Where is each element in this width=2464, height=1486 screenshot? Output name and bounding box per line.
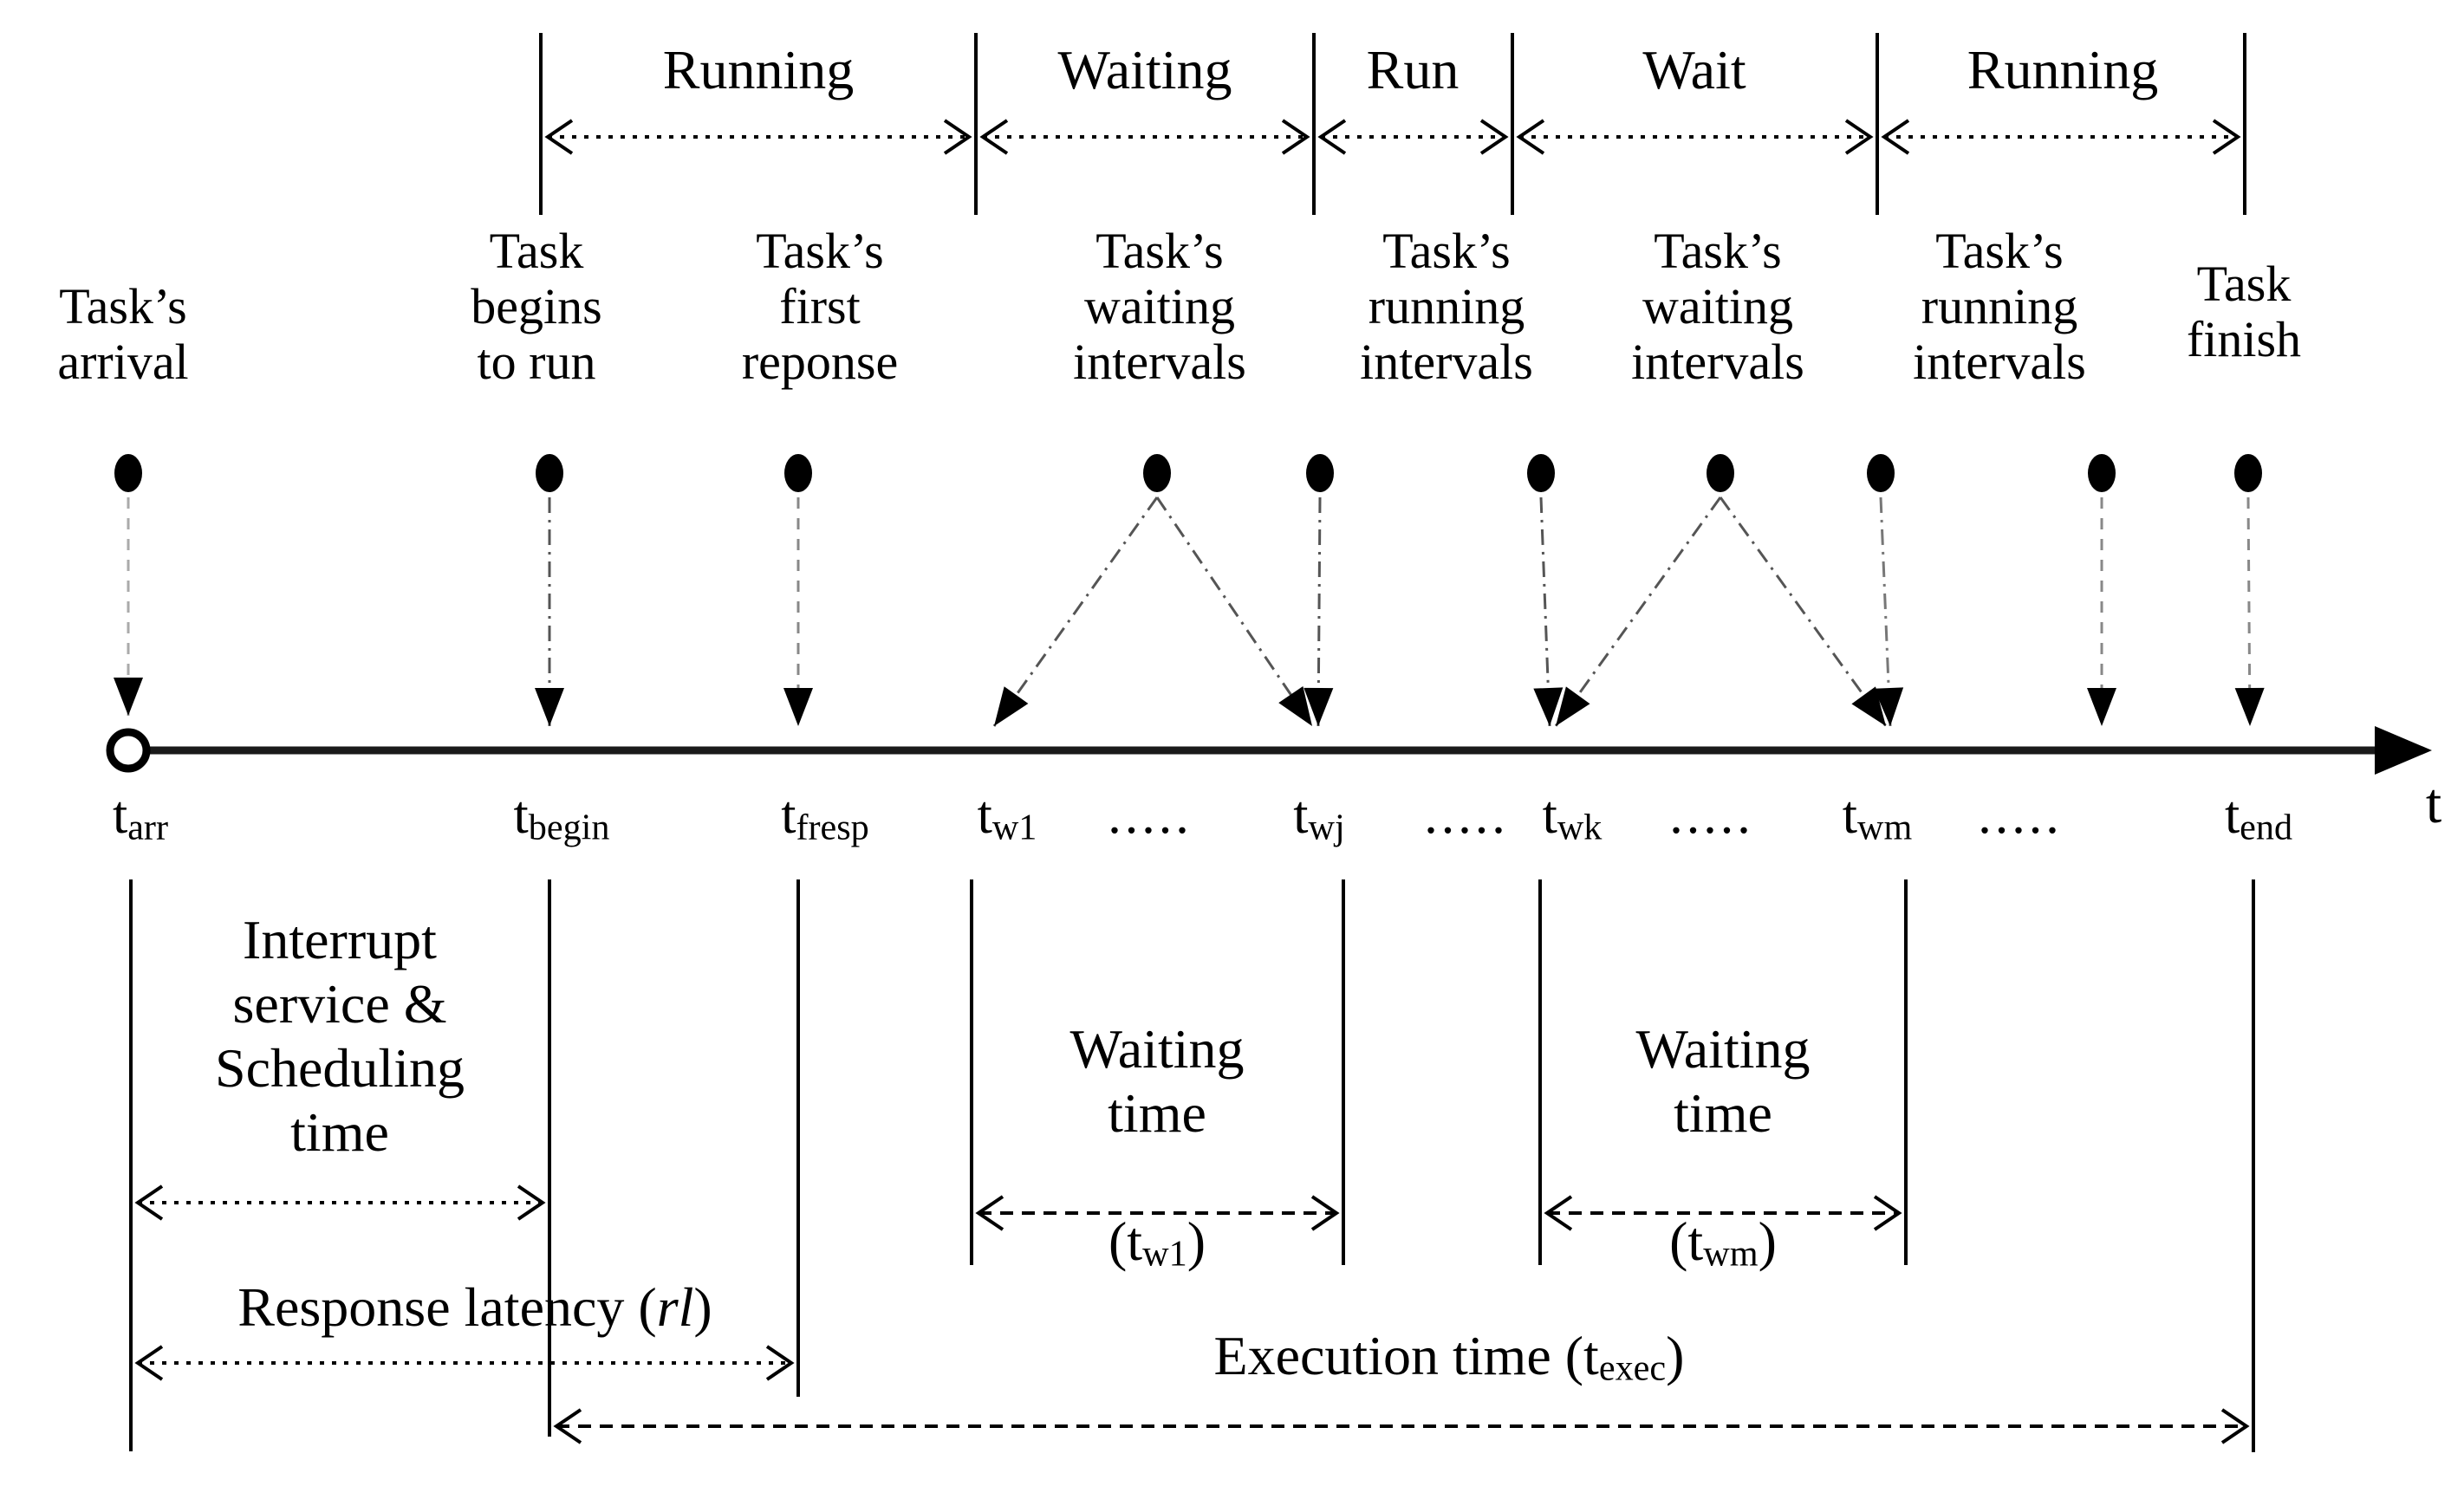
event-dot	[114, 454, 142, 492]
axis-arrowhead	[2375, 726, 2432, 775]
tick-sub: wj	[1308, 807, 1345, 848]
tick-base: t	[1542, 786, 1557, 845]
waiting-time-1-title: Waiting time	[1069, 1018, 1245, 1144]
paren-open: (t	[1108, 1210, 1143, 1272]
span-arrows	[134, 1184, 2250, 1444]
subscript: w1	[1142, 1233, 1187, 1275]
event-label: Task’s arrival	[57, 278, 189, 390]
tick-base: t	[1293, 786, 1309, 845]
event-dot	[784, 454, 812, 492]
interrupt-scheduling-label: Interrupt service & Scheduling time	[215, 909, 465, 1163]
waiting-time-m-symbol: (twm)	[1635, 1210, 1810, 1286]
paren-close: )	[1186, 1210, 1206, 1272]
event-dot	[2234, 454, 2262, 492]
response-latency-symbol: rl	[656, 1276, 694, 1338]
event-dots	[114, 454, 2262, 492]
event-label: Task’s first reponse	[741, 223, 899, 390]
axis-ellipsis: .....	[1669, 786, 1754, 845]
phase-label: Wait	[1642, 39, 1746, 101]
tick-base: t	[2224, 786, 2240, 845]
axis-ellipsis: .....	[1424, 786, 1509, 845]
tick-sub: end	[2240, 807, 2293, 848]
tick-label: twj	[1293, 787, 1344, 857]
execution-time-label: Execution time (texec)	[1214, 1324, 1685, 1400]
span-boundary-lines	[129, 879, 2255, 1452]
subscript: exec	[1598, 1347, 1667, 1389]
event-dot	[2088, 454, 2116, 492]
subscript: wm	[1703, 1233, 1759, 1275]
tick-sub: wm	[1857, 807, 1913, 848]
paren-close: )	[1666, 1325, 1685, 1386]
response-latency-label: Response latency (rl)	[237, 1275, 712, 1340]
tick-label: tbegin	[514, 787, 610, 857]
event-label: Task’s waiting intervals	[1073, 223, 1246, 390]
waiting-time-m-title: Waiting time	[1635, 1018, 1811, 1144]
waiting-time-m-label: Waiting time (twm)	[1635, 953, 1810, 1350]
tick-sub: fresp	[796, 807, 869, 848]
tick-base: t	[781, 786, 796, 845]
paren-open: (t	[1669, 1210, 1704, 1272]
event-dot	[1707, 454, 1734, 492]
tick-sub: w1	[991, 807, 1037, 848]
tick-label: tfresp	[781, 787, 869, 857]
axis-ellipsis: .....	[1978, 786, 2063, 845]
response-latency-text: Response latency (	[237, 1276, 657, 1338]
event-dot	[1143, 454, 1171, 492]
event-dot	[1527, 454, 1555, 492]
tick-sub: arr	[127, 807, 169, 848]
event-label: Task begins to run	[471, 223, 602, 390]
tick-sub: begin	[528, 807, 610, 848]
phase-boundary-lines	[539, 33, 2246, 215]
event-dot	[536, 454, 563, 492]
axis-label: t	[2425, 772, 2442, 835]
event-dot	[1867, 454, 1895, 492]
execution-time-text: Execution time (t	[1213, 1325, 1599, 1386]
event-label: Task finish	[2186, 256, 2302, 367]
tick-label: tw1	[978, 787, 1037, 857]
event-label: Task’s waiting intervals	[1631, 223, 1804, 390]
axis-ellipsis: .....	[1108, 786, 1193, 845]
phase-label: Running	[662, 39, 855, 101]
phase-label: Running	[1967, 39, 2159, 101]
tick-base: t	[513, 786, 529, 845]
event-label: Task’s running intervals	[1913, 223, 2086, 390]
arrival-circle	[106, 728, 151, 773]
timeline-axis	[106, 726, 2432, 775]
tick-base: t	[112, 786, 128, 845]
paren-close: )	[693, 1276, 712, 1338]
tick-label: twm	[1843, 787, 1912, 857]
event-arrows	[114, 496, 2265, 727]
event-label: Task’s running intervals	[1360, 223, 1533, 390]
tick-label: tend	[2225, 787, 2292, 857]
event-dot	[1306, 454, 1334, 492]
waiting-time-1-label: Waiting time (tw1)	[1069, 953, 1244, 1350]
tick-base: t	[977, 786, 992, 845]
phase-label: Waiting	[1057, 39, 1232, 101]
tick-label: tarr	[113, 787, 168, 857]
phase-label: Run	[1366, 39, 1460, 101]
paren-close: )	[1758, 1210, 1777, 1272]
tick-sub: wk	[1557, 807, 1603, 848]
tick-label: twk	[1543, 787, 1603, 857]
tick-base: t	[1842, 786, 1857, 845]
waiting-time-1-symbol: (tw1)	[1069, 1210, 1244, 1286]
